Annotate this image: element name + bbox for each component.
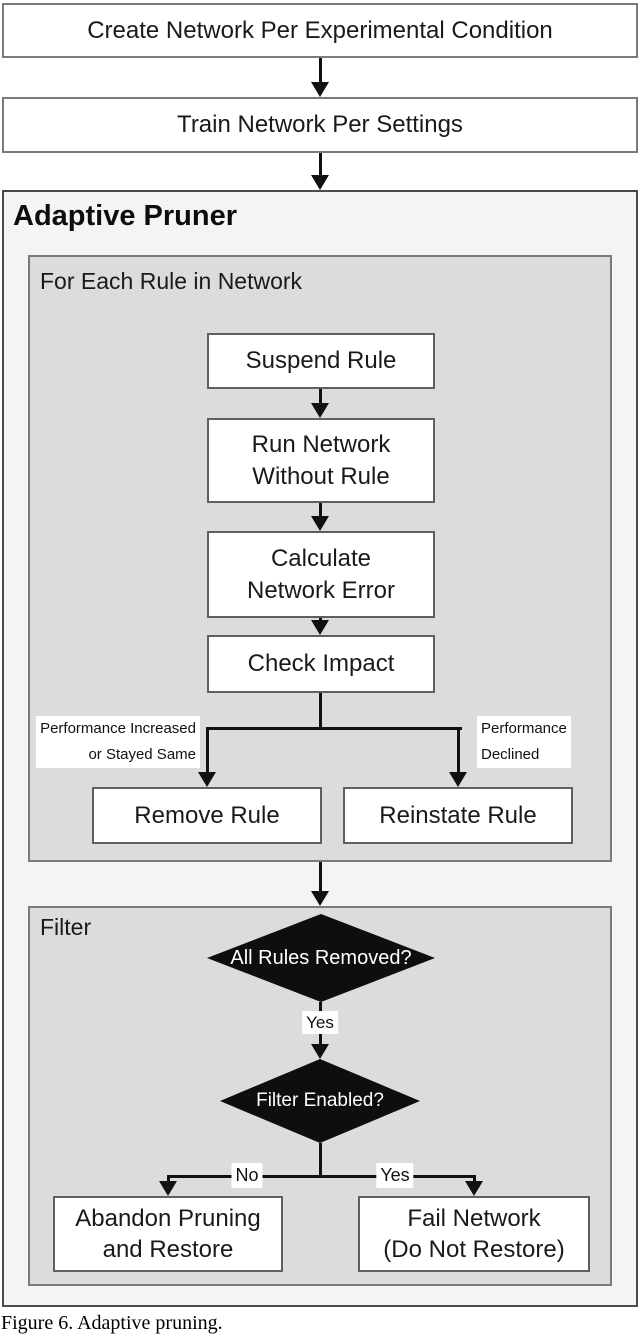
connector-line <box>166 1175 170 1184</box>
arrow-down-icon <box>311 1044 329 1059</box>
node-calculate-error: Calculate Network Error <box>207 531 435 618</box>
connector-line <box>318 389 322 405</box>
connector-line <box>166 1175 476 1178</box>
edge-label-yes: Yes <box>302 1011 338 1035</box>
node-check-impact: Check Impact <box>207 635 435 693</box>
rule-loop-title: For Each Rule in Network <box>40 268 303 294</box>
connector-line <box>318 503 322 517</box>
node-abandon-pruning: Abandon Pruning and Restore <box>53 1196 283 1272</box>
connector-line <box>318 862 322 892</box>
node-reinstate-rule: Reinstate Rule <box>343 787 573 844</box>
connector-line <box>205 727 209 773</box>
arrow-down-icon <box>311 516 329 531</box>
arrow-down-icon <box>465 1181 483 1196</box>
node-run-network: Run Network Without Rule <box>207 418 435 503</box>
connector-line <box>472 1175 476 1184</box>
connector-line <box>318 153 322 176</box>
arrow-down-icon <box>311 891 329 906</box>
node-remove-rule: Remove Rule <box>92 787 322 844</box>
connector-line <box>456 727 460 773</box>
connector-line <box>318 58 322 84</box>
edge-label-performance-increased: Performance Increased or Stayed Same <box>36 716 200 768</box>
arrow-down-icon <box>311 403 329 418</box>
arrow-down-icon <box>311 620 329 635</box>
node-fail-network: Fail Network (Do Not Restore) <box>358 1196 590 1272</box>
edge-label-no: No <box>231 1163 263 1188</box>
connector-line <box>205 727 462 730</box>
adaptive-pruner-title: Adaptive Pruner <box>13 200 237 232</box>
connector-line <box>318 693 322 730</box>
arrow-down-icon <box>198 772 216 787</box>
figure-caption: Figure 6. Adaptive pruning. <box>1 1312 223 1334</box>
node-train-network: Train Network Per Settings <box>2 97 638 153</box>
arrow-down-icon <box>449 772 467 787</box>
connector-line <box>318 1143 322 1178</box>
filter-title: Filter <box>40 914 92 940</box>
arrow-down-icon <box>311 175 329 190</box>
edge-label-performance-declined: Performance Declined <box>477 716 571 768</box>
node-suspend-rule: Suspend Rule <box>207 333 435 389</box>
arrow-down-icon <box>311 82 329 97</box>
edge-label-yes: Yes <box>376 1163 414 1188</box>
node-create-network: Create Network Per Experimental Conditio… <box>2 3 638 58</box>
arrow-down-icon <box>159 1181 177 1196</box>
